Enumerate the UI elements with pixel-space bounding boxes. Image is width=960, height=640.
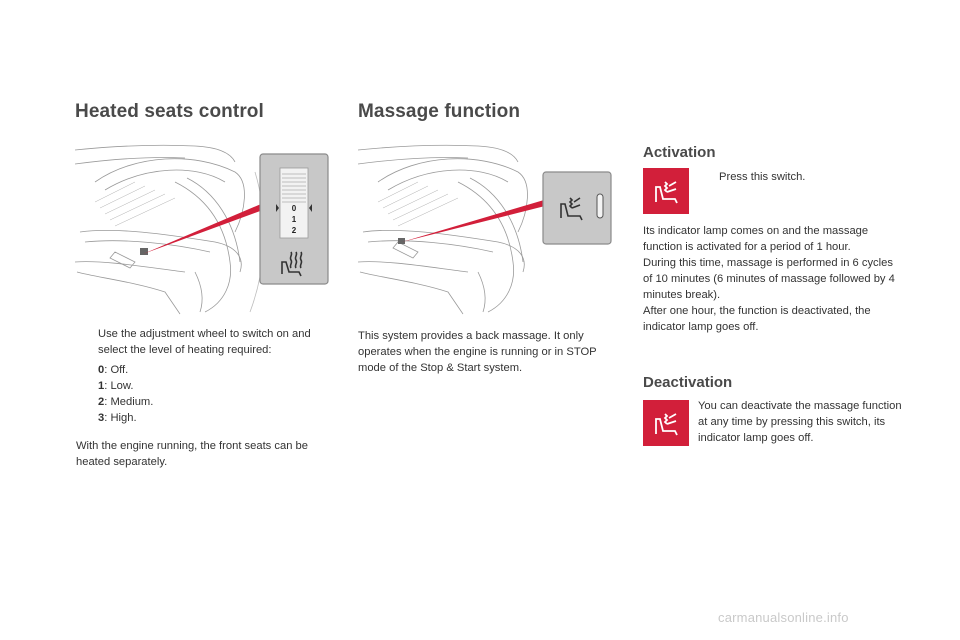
activation-title: Activation <box>643 144 716 161</box>
massage-seat-icon <box>655 181 678 204</box>
footer-watermark: carmanualsonline.info <box>718 610 849 625</box>
heating-wheel-location <box>140 248 148 255</box>
dial-level-0: 0 <box>292 204 297 213</box>
massage-intro: This system provides a back massage. It … <box>358 330 597 374</box>
massage-seat-illustration <box>358 144 612 315</box>
heat-level-0: 0: Off. <box>98 364 129 376</box>
massage-switch-button-deactivate[interactable] <box>643 400 689 446</box>
heated-seat-illustration: 0 1 2 <box>75 144 329 315</box>
activation-line: Its indicator lamp comes on and the mass… <box>643 225 869 253</box>
massage-function-title: Massage function <box>358 101 521 122</box>
activation-instruction: Press this switch. <box>719 171 806 183</box>
heat-level-2: 2: Medium. <box>98 396 154 408</box>
massage-switch-button[interactable] <box>643 168 689 214</box>
indicator-lamp <box>596 193 604 219</box>
heat-level-1: 1: Low. <box>98 380 134 392</box>
deactivation-text: You can deactivate the massage function … <box>698 400 902 444</box>
seat-heating-icon <box>281 251 303 277</box>
activation-details: Its indicator lamp comes on and the mass… <box>643 223 905 335</box>
dial-level-2: 2 <box>292 226 297 235</box>
heated-seats-title: Heated seats control <box>75 101 264 122</box>
massage-icon <box>560 197 583 221</box>
massage-switch-panel <box>542 171 612 245</box>
dial-level-1: 1 <box>292 215 297 224</box>
deactivation-title: Deactivation <box>643 374 733 391</box>
callout-pointer <box>143 204 263 254</box>
heated-instruction: Use the adjustment wheel to switch on an… <box>98 328 311 356</box>
massage-switch-location <box>398 238 405 244</box>
activation-line: After one hour, the function is deactiva… <box>643 305 871 333</box>
callout-pointer <box>402 200 545 242</box>
massage-seat-icon <box>655 413 678 436</box>
heat-level-3: 3: High. <box>98 412 137 424</box>
heated-note: With the engine running, the front seats… <box>76 440 308 468</box>
activation-line: During this time, massage is performed i… <box>643 257 895 301</box>
